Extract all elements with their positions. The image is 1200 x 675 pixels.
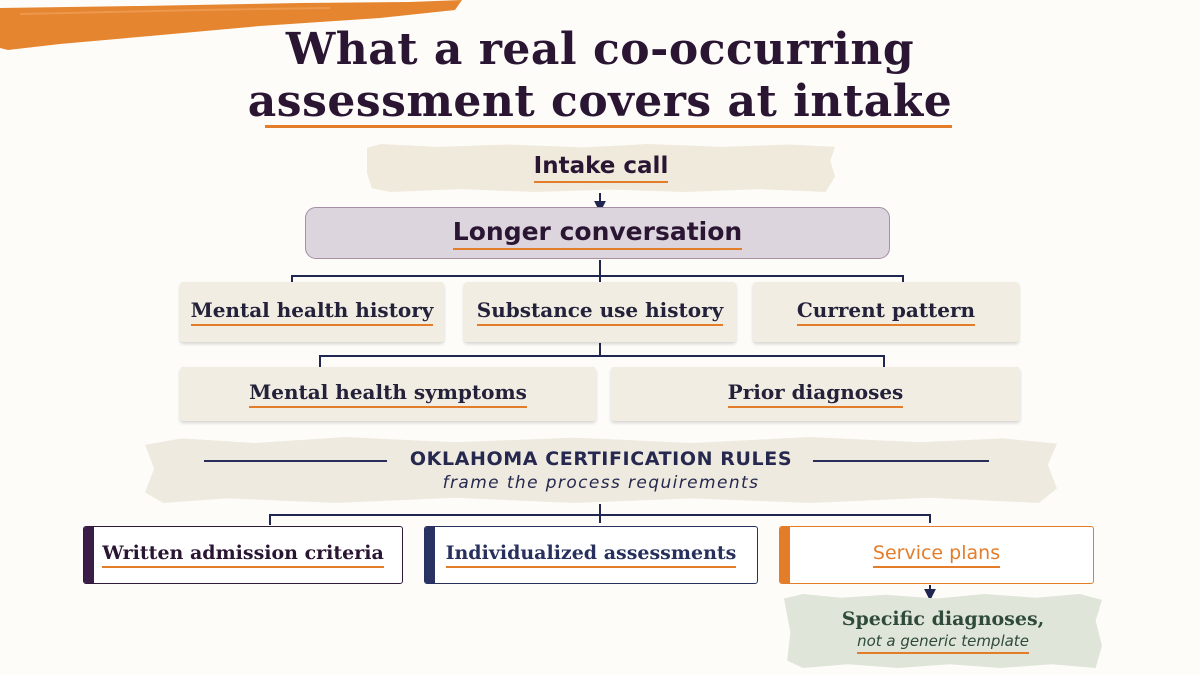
- prior-diagnoses-box: Prior diagnoses: [611, 367, 1020, 421]
- specific-diagnoses-note: Specific diagnoses, not a generic templa…: [784, 594, 1102, 668]
- individualized-assessments-label: Individualized assessments: [445, 542, 737, 568]
- individualized-assessments-box: Individualized assessments: [424, 526, 758, 584]
- orange-brush-stroke: [0, 0, 462, 50]
- not-generic-template-label: not a generic template: [857, 632, 1029, 654]
- branch-history-to-symptoms: [319, 343, 885, 371]
- specific-diagnoses-label: Specific diagnoses,: [841, 608, 1045, 630]
- written-admission-criteria-box: Written admission criteria: [83, 526, 403, 584]
- current-pattern-box: Current pattern: [753, 282, 1019, 342]
- mental-health-history-box: Mental health history: [180, 282, 444, 342]
- band-rule-left: [204, 459, 387, 462]
- band-rule-right: [813, 459, 989, 462]
- certification-rules-heading: OKLAHOMA CERTIFICATION RULES: [409, 447, 793, 470]
- service-plans-box: Service plans: [779, 526, 1094, 584]
- substance-use-history-label: Substance use history: [476, 298, 724, 326]
- longer-conversation-box: Longer conversation: [305, 207, 890, 259]
- page-title-line-1: What a real co-occurring: [285, 24, 915, 75]
- title-underline: [265, 125, 952, 128]
- branch-rules-to-bottom: [269, 504, 931, 525]
- page-title-line-2: assessment covers at intake: [247, 76, 953, 127]
- mental-health-history-label: Mental health history: [190, 298, 434, 326]
- intake-call-label: Intake call: [533, 153, 669, 183]
- service-plans-label: Service plans: [872, 542, 1001, 568]
- mental-health-symptoms-box: Mental health symptoms: [180, 367, 596, 421]
- box-accent-stripe: [84, 527, 94, 583]
- longer-conversation-label: Longer conversation: [452, 217, 743, 250]
- intake-call-box: Intake call: [367, 144, 835, 192]
- mental-health-symptoms-label: Mental health symptoms: [249, 380, 527, 408]
- band-heading-row: OKLAHOMA CERTIFICATION RULES: [145, 448, 1057, 470]
- current-pattern-label: Current pattern: [796, 298, 976, 326]
- box-accent-stripe: [780, 527, 790, 583]
- written-admission-criteria-label: Written admission criteria: [102, 542, 384, 568]
- prior-diagnoses-label: Prior diagnoses: [727, 380, 904, 408]
- substance-use-history-box: Substance use history: [464, 282, 736, 342]
- certification-rules-subheading: frame the process requirements: [442, 472, 760, 493]
- certification-rules-band: OKLAHOMA CERTIFICATION RULES frame the p…: [145, 437, 1057, 503]
- box-accent-stripe: [425, 527, 435, 583]
